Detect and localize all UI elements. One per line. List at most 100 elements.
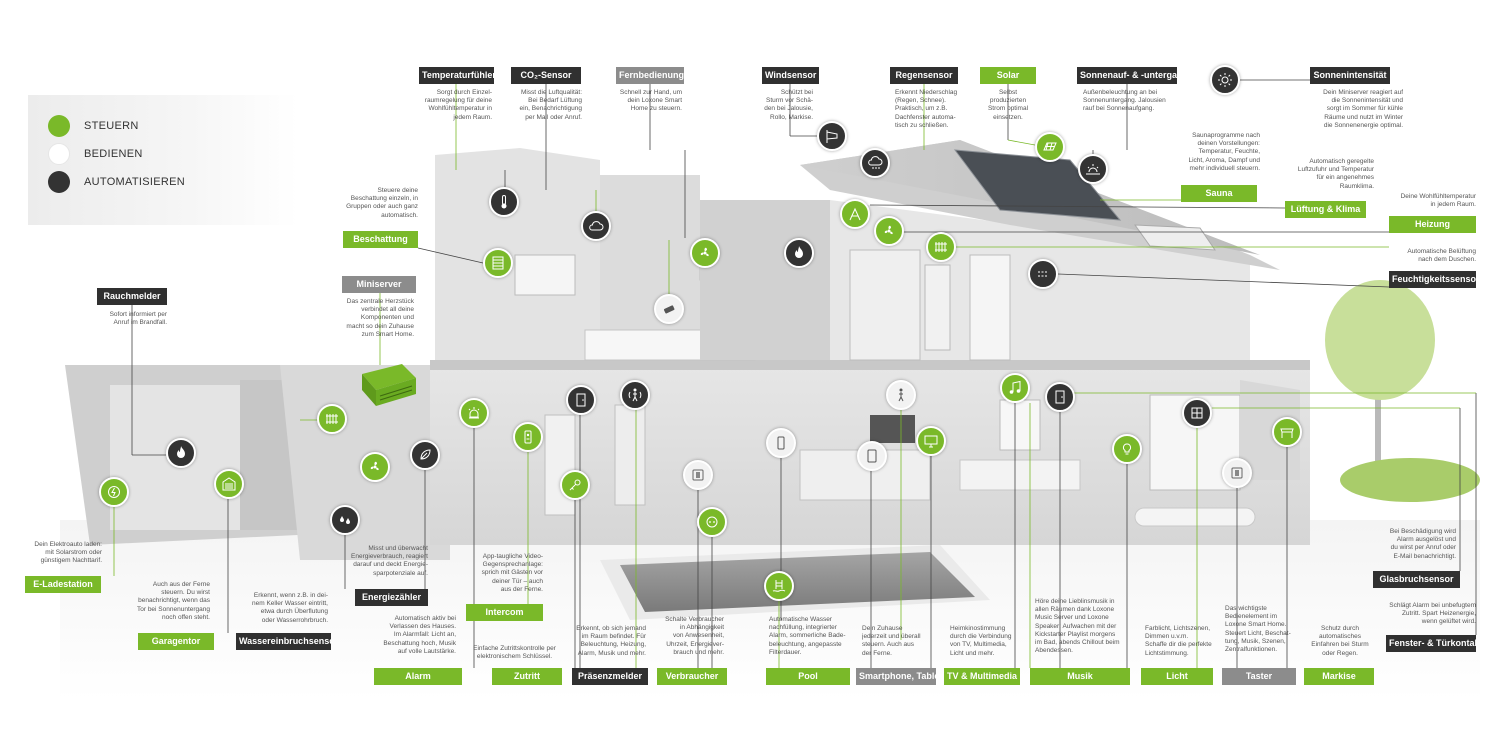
pool-cover (1134, 507, 1256, 527)
motion-person-icon[interactable] (886, 380, 916, 410)
windsock-icon[interactable] (817, 121, 847, 151)
sunrise-icon[interactable] (1078, 154, 1108, 184)
pool-water (620, 552, 975, 612)
thermometer-icon[interactable] (489, 187, 519, 217)
sun-icon[interactable] (1210, 65, 1240, 95)
label-praesenzmelder: Präsenzmelder (572, 668, 648, 685)
bedroom-window (514, 254, 576, 296)
label-intercom: Intercom (466, 604, 543, 621)
awning-icon[interactable] (1272, 417, 1302, 447)
connector-line (1007, 139, 1036, 146)
shower-cabin (849, 249, 921, 361)
label-verbraucher: Verbraucher (657, 668, 727, 685)
label-zutritt: Zutritt (492, 668, 562, 685)
alarm-siren-icon[interactable] (459, 398, 489, 428)
light-bulb-icon[interactable] (1112, 434, 1142, 464)
desc-taster: Das wichtigste Bedienelement im Loxone S… (1225, 605, 1291, 654)
desc-markise: Schutz durch automatisches Einfahren bei… (1311, 625, 1369, 657)
garage-door-icon[interactable] (214, 469, 244, 499)
desc-rauchmelder: Sofort informiert per Anruf im Brandfall… (109, 311, 167, 327)
label-miniserver: Miniserver (342, 276, 416, 293)
tree-crown (1325, 280, 1435, 400)
windsock-green-icon[interactable] (840, 199, 870, 229)
fan-icon[interactable] (874, 216, 904, 246)
desc-tv: Heimkinostimmung durch die Verbindung vo… (950, 625, 1012, 657)
label-co2-sensor: CO₂-Sensor (511, 67, 581, 84)
motion-person-icon[interactable] (620, 380, 650, 410)
fan-icon[interactable] (690, 238, 720, 268)
hall-door (614, 404, 646, 506)
desc-sonnenintensitaet: Dein Miniserver reagiert auf die Sonneni… (1323, 89, 1403, 129)
music-note-icon[interactable] (1000, 373, 1030, 403)
label-energiezaehler: Energiezähler (355, 589, 428, 606)
solar-panels (953, 149, 1122, 221)
smartphone-icon[interactable] (766, 428, 796, 458)
legend: STEUERN BEDIENEN AUTOMATISIEREN (28, 95, 298, 225)
desc-glasbruchsensor: Bei Beschädigung wird Alarm ausgelöst un… (1389, 528, 1456, 560)
smoke-flame-icon[interactable] (166, 438, 196, 468)
socket-icon[interactable] (697, 507, 727, 537)
desc-feuchtigkeitssensor: Automatische Belüftung nach dem Duschen. (1407, 248, 1476, 264)
door-icon[interactable] (566, 385, 596, 415)
label-sonnenauf: Sonnenauf- & -untergang (1077, 67, 1177, 84)
solar-panel-icon[interactable] (1035, 132, 1065, 162)
connector-line (869, 204, 1286, 209)
label-fenster-tuer: Fenster- & Türkontakt (1386, 635, 1476, 652)
label-feuchtigkeitssensor: Feuchtigkeitssensor (1389, 271, 1476, 288)
co2-cloud-icon[interactable] (581, 211, 611, 241)
label-e-ladestation: E-Ladestation (25, 576, 101, 593)
desc-beschattung: Steuere deine Beschattung einzeln, in Gr… (346, 187, 418, 219)
label-sauna: Sauna (1181, 185, 1257, 202)
fan-icon[interactable] (360, 452, 390, 482)
bath-door (969, 254, 1011, 361)
bath-radiator (924, 264, 951, 351)
desc-lueftung: Automatisch geregelte Luftzufuhr und Tem… (1297, 158, 1374, 190)
desc-pool: Automatische Wasser nachfüllung, integri… (769, 616, 846, 656)
desc-verbraucher: Schalte Verbraucher in Abhängigkeit von … (665, 616, 724, 656)
pool-ladder-icon[interactable] (764, 571, 794, 601)
desc-zutritt: Einfache Zutrittskontrolle per elektroni… (473, 645, 556, 661)
switch-icon[interactable] (683, 460, 713, 490)
key-icon[interactable] (560, 470, 590, 500)
switch-icon[interactable] (1222, 458, 1252, 488)
rain-cloud-icon[interactable] (860, 148, 890, 178)
ev-charger-icon[interactable] (99, 477, 129, 507)
ground-floor-slab (430, 360, 1310, 370)
label-smartphone: Smartphone, Tablet (856, 668, 936, 685)
desc-sonnenauf: Außenbeleuchtung an bei Sonnenuntergang.… (1083, 89, 1166, 113)
tv-icon[interactable] (916, 426, 946, 456)
legend-item-bedienen: BEDIENEN (48, 143, 143, 165)
shade-blind-icon[interactable] (483, 248, 513, 278)
desc-energiezaehler: Misst und überwacht Energieverbrauch, re… (351, 545, 428, 577)
window-icon[interactable] (1182, 398, 1212, 428)
label-garagentor: Garagentor (138, 633, 214, 650)
remote-control-icon[interactable] (654, 294, 684, 324)
desc-fenster-tuer: Schlägt Alarm bei unbefugtem Zutritt. Sp… (1389, 602, 1476, 626)
door-icon[interactable] (1045, 382, 1075, 412)
legend-label: AUTOMATISIEREN (84, 176, 185, 188)
desc-regensensor: Erkennt Niederschlag (Regen, Schnee). Pr… (895, 89, 958, 129)
connector-line (417, 247, 484, 264)
energy-meter-icon[interactable] (410, 440, 440, 470)
flame-icon[interactable] (784, 238, 814, 268)
desc-wassereinbruch: Erkennt, wenn z.B. in dei- nem Keller Wa… (252, 592, 328, 624)
tablet-icon[interactable] (857, 441, 887, 471)
radiator-icon[interactable] (317, 404, 347, 434)
miniserver-device[interactable] (358, 360, 418, 410)
desc-licht: Farblicht, Lichtszenen, Dimmen u.v.m. Sc… (1145, 625, 1212, 657)
desc-solar: Selbst produzierten Strom optimal einset… (987, 89, 1029, 121)
label-alarm: Alarm (374, 668, 462, 685)
label-lueftung: Lüftung & Klima (1285, 201, 1366, 218)
water-drop-icon[interactable] (330, 505, 360, 535)
label-wassereinbruch: Wassereinbruchsensor (236, 633, 331, 650)
desc-smartphone: Dein Zuhause jederzeit und überall steue… (862, 625, 921, 657)
tv-screen (870, 415, 915, 443)
desc-windsensor: Schützt bei Sturm vor Schä- den bei Jalo… (764, 89, 813, 121)
skylight (1133, 224, 1216, 251)
desc-co2-sensor: Misst die Luftqualität: Bei Bedarf Lüftu… (519, 89, 582, 121)
intercom-icon[interactable] (513, 422, 543, 452)
humidity-icon[interactable] (1028, 259, 1058, 289)
radiator-icon[interactable] (926, 232, 956, 262)
desc-fernbedienung: Schnell zur Hand, um dein Loxone Smart H… (619, 89, 682, 113)
